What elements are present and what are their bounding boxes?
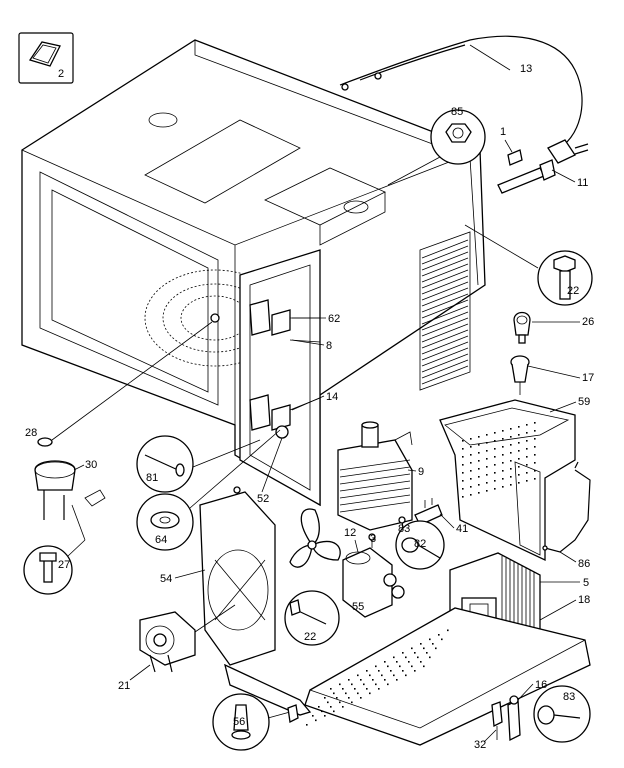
fan-housing [199, 486, 312, 716]
leader-line-p9 [407, 469, 417, 472]
part-label-p11: 11 [577, 177, 588, 189]
part-label-p8: 8 [326, 340, 332, 352]
part-label-p64: 64 [155, 534, 167, 546]
leader-line-p86 [559, 551, 577, 563]
door-switches [249, 299, 321, 439]
leader-line-p52 [261, 437, 283, 493]
fan-blade [289, 508, 341, 568]
fuse [513, 311, 531, 344]
fan-motor [139, 604, 236, 673]
part-label-p32: 32 [474, 739, 486, 751]
leader-line-p13 [469, 44, 511, 71]
leader-line-p30 [73, 464, 85, 471]
part-label-p16: 16 [535, 679, 547, 691]
part-label-p18: 18 [578, 594, 590, 606]
part-label-p21: 21 [118, 680, 130, 692]
bolt-callout-top [464, 224, 593, 306]
part-label-p30: 30 [85, 459, 97, 471]
leader-line-p21 [129, 664, 151, 681]
part-label-p22a: 22 [567, 285, 579, 297]
wire-harness [542, 461, 591, 553]
part-label-p22b: 22 [304, 631, 316, 643]
thermal-cutout [491, 685, 591, 743]
bolt-callout-mid [284, 590, 340, 646]
magnetron [337, 421, 413, 531]
fuse-holder [510, 355, 530, 395]
leader-line-p8 [291, 339, 325, 346]
leader-line-p1 [504, 139, 513, 153]
part-label-p52: 52 [257, 493, 269, 505]
part-label-p28: 28 [25, 427, 37, 439]
power-cord [339, 35, 589, 164]
part-label-p56: 56 [233, 716, 245, 728]
screw-callout-82 [395, 520, 445, 570]
part-label-p55: 55 [352, 601, 364, 613]
inset-label: 2 [58, 68, 64, 80]
part-label-p81: 81 [146, 472, 158, 484]
part-label-p1: 1 [500, 126, 506, 138]
capacitor [342, 533, 405, 618]
air-guide [439, 399, 576, 562]
part-label-p83b: 83 [563, 691, 575, 703]
inset-box: 2 [18, 32, 74, 84]
part-label-p5: 5 [583, 577, 589, 589]
part-label-p83a: 83 [398, 523, 410, 535]
part-label-p85: 85 [451, 106, 463, 118]
leader-line-p16 [517, 683, 534, 701]
leader-line-p54 [174, 569, 206, 579]
turntable-motor [23, 321, 213, 595]
vent-grille [419, 231, 471, 391]
leader-line-p14 [291, 395, 325, 411]
part-label-p14: 14 [326, 391, 338, 403]
base-plate [304, 607, 591, 746]
part-label-p26: 26 [582, 316, 594, 328]
part-label-p54: 54 [160, 573, 172, 585]
part-label-p13: 13 [520, 63, 532, 75]
part-label-p3: 3 [370, 533, 376, 545]
part-label-p27: 27 [58, 559, 70, 571]
leader-line-p11 [551, 169, 576, 183]
part-label-p12: 12 [344, 527, 356, 539]
part-label-p9: 9 [418, 466, 424, 478]
part-label-p82: 82 [414, 538, 426, 550]
part-label-p59: 59 [578, 396, 590, 408]
washer-callout-64 [136, 429, 281, 551]
nut-callout [387, 109, 486, 186]
oven-cavity [21, 39, 486, 507]
leader-line-p32 [483, 729, 497, 743]
leader-line-p17 [527, 365, 581, 379]
part-label-p62: 62 [328, 313, 340, 325]
screw-callout-81 [136, 435, 261, 493]
leader-line-p18 [539, 599, 577, 621]
leader-line-p41 [439, 513, 455, 529]
leader-line-p59 [549, 401, 577, 413]
part-label-p41: 41 [456, 523, 468, 535]
foot-callout-56 [212, 693, 299, 751]
part-label-p86: 86 [578, 558, 590, 570]
part-label-p17: 17 [582, 372, 594, 384]
terminal-clip [497, 149, 556, 194]
